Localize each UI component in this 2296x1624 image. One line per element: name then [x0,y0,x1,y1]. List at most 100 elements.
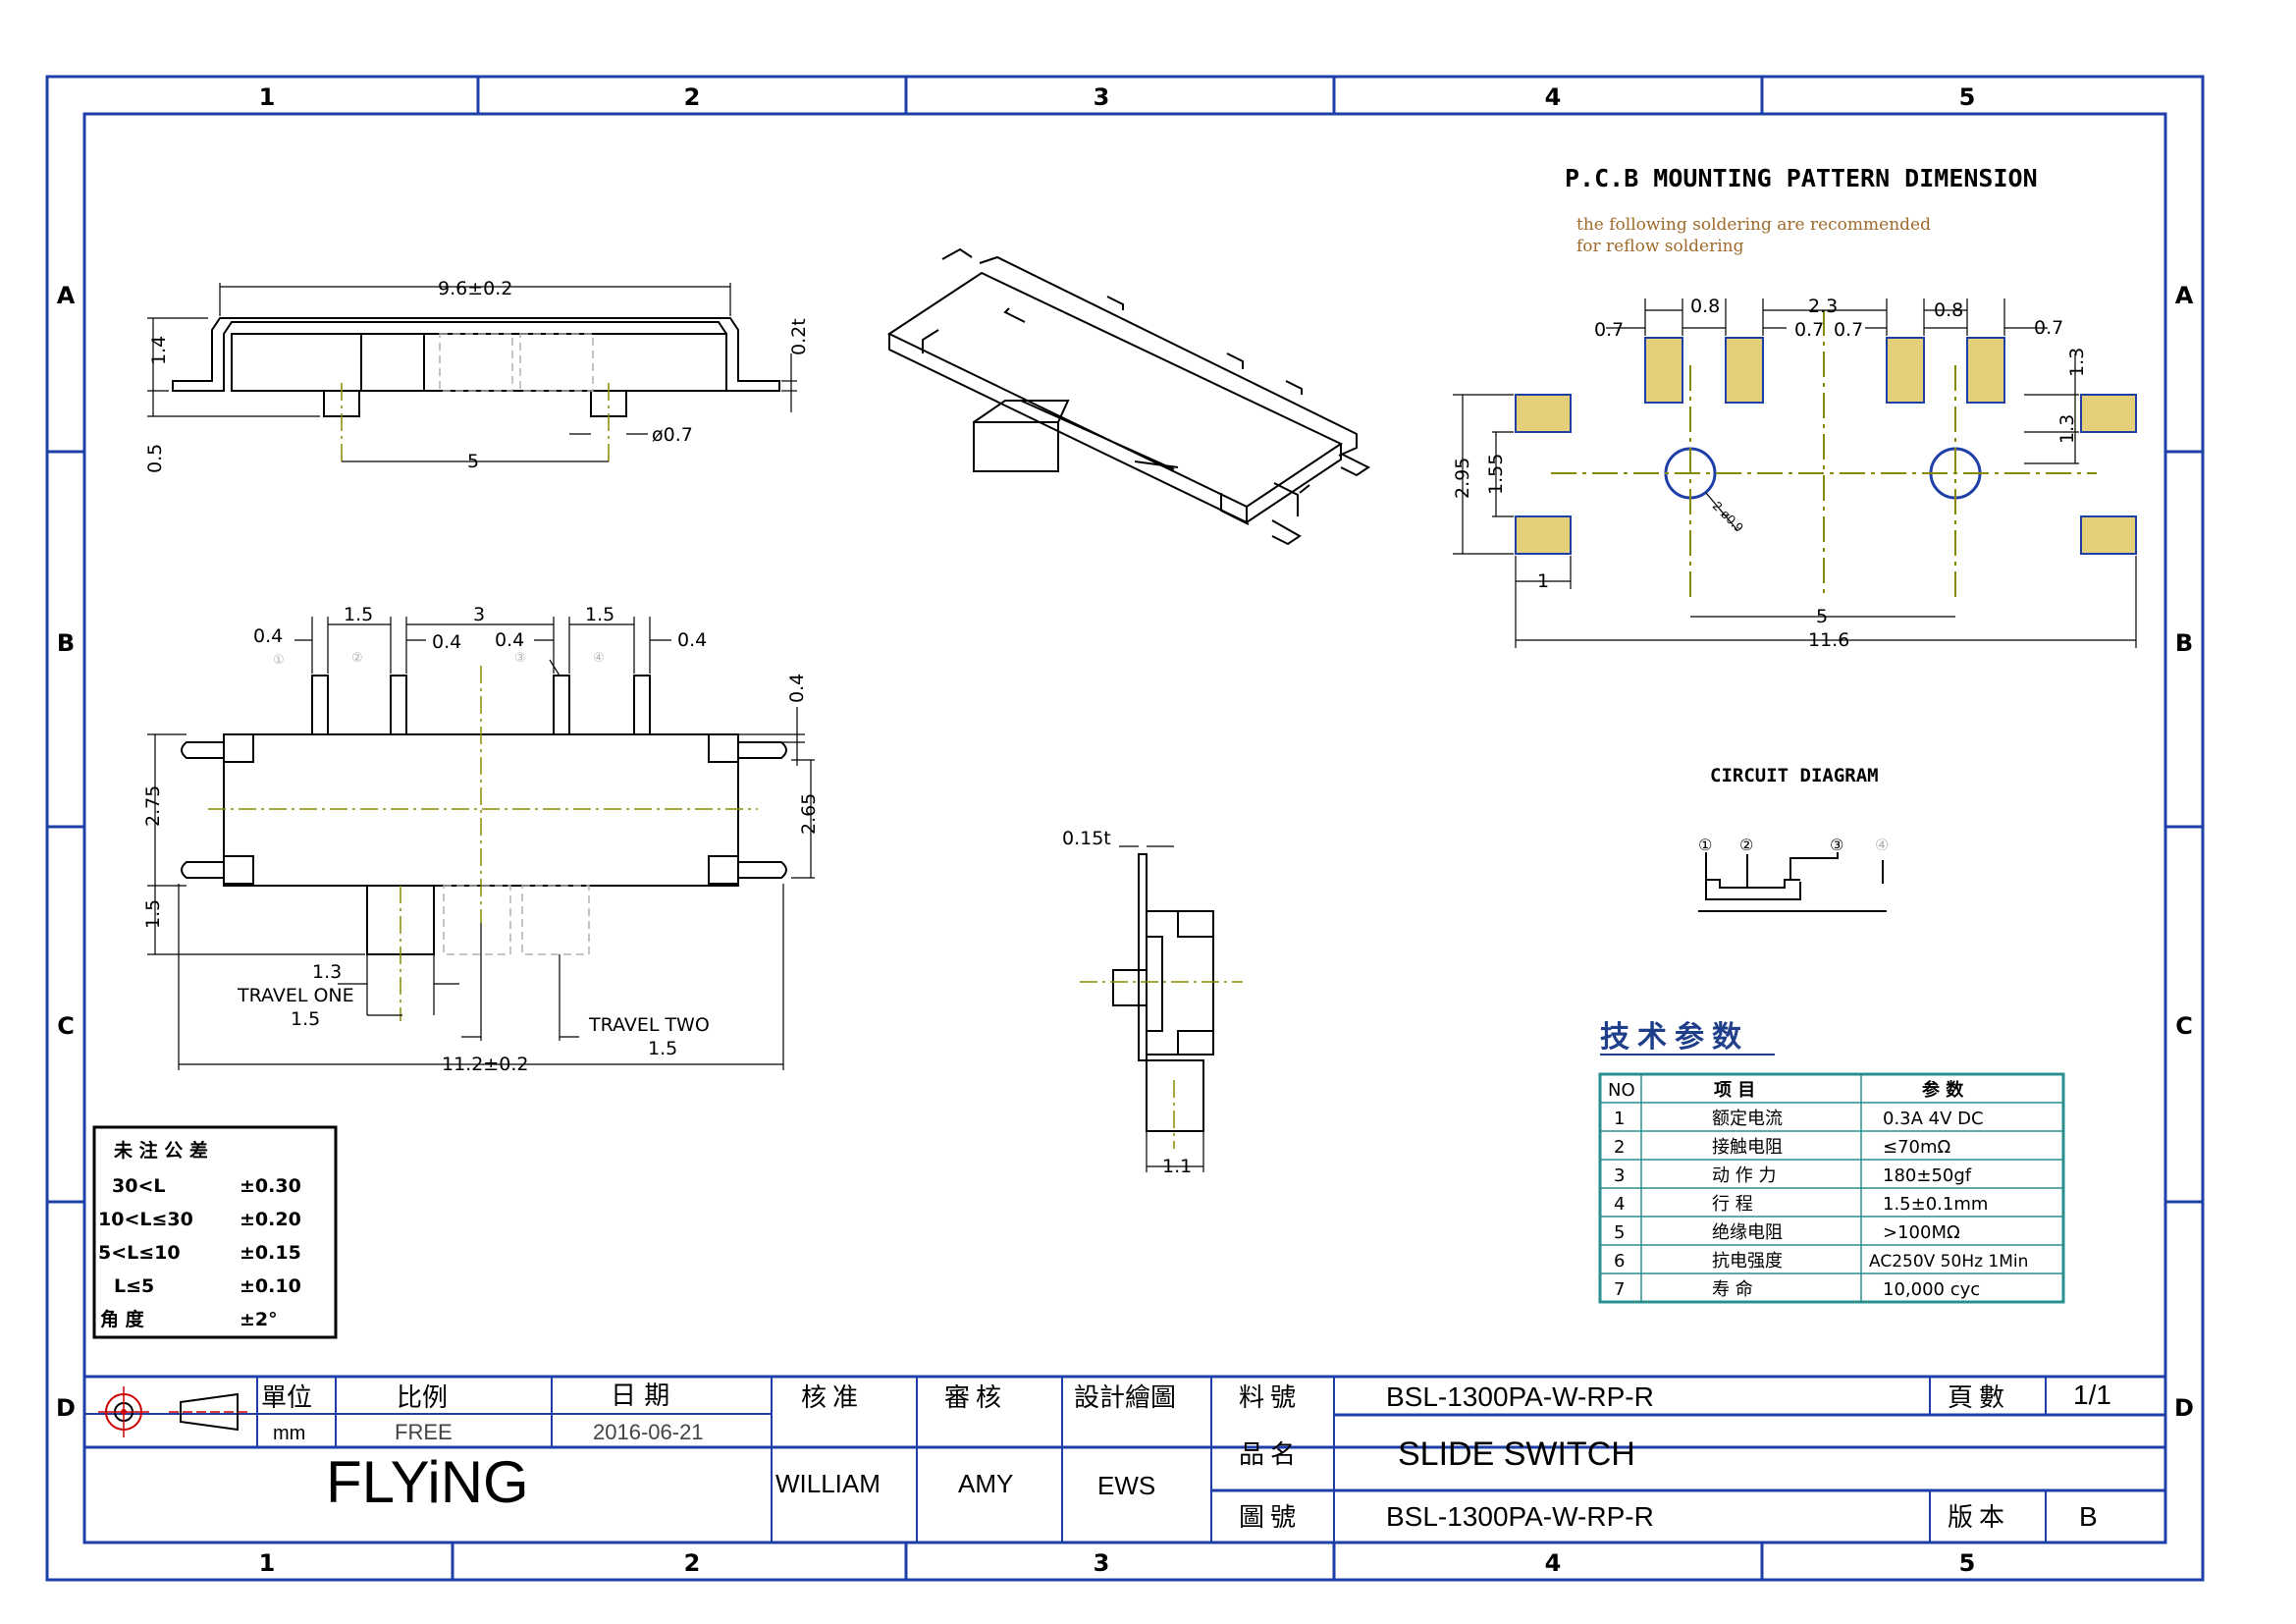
pcb-hole-pitch: 5 [1816,606,1828,627]
side-pin-dia: ø0.7 [652,424,693,446]
tolerance-value: ±0.15 [240,1242,301,1264]
spec-row-no: 7 [1614,1279,1625,1300]
company-logo: FLYiNG [326,1449,529,1515]
version-value: B [2079,1501,2098,1532]
spec-row-value: ≤70mΩ [1883,1137,1951,1158]
approve-label: 核准 [801,1383,864,1413]
pcb-pad [2080,394,2137,433]
overall-length-dim: 11.2±0.2 [442,1054,528,1075]
spec-row-item: 绝缘电阻 [1712,1222,1783,1243]
pcb-pad [1966,337,2005,404]
side-thickness-dim: 0.2t [788,318,810,355]
drawing-value: BSL-1300PA-W-RP-R [1386,1501,1654,1532]
col-marker-bottom-5: 5 [1959,1549,1976,1577]
end-plate-dim: 0.15t [1062,828,1111,849]
pin-width-b: 0.4 [432,631,461,653]
tolerance-value: ±0.10 [240,1275,301,1297]
pcb-center-span: 2.3 [1808,296,1838,317]
col-marker-top-4: 4 [1545,83,1562,111]
pin-label-2: ② [351,651,363,666]
approve-value: WILLIAM [775,1469,881,1498]
spec-row-no: 3 [1614,1165,1625,1186]
spec-row-value: 10,000 cyc [1883,1279,1980,1300]
pcb-gap-left: 0.7 [1594,319,1624,341]
pcb-inner-gap-left: 0.7 [1794,319,1824,341]
top-view: 0.4 1.5 3 0.4 0.4 1.5 0.4 0.4 2.75 2.65 … [142,604,820,1075]
spec-header-no: NO [1608,1080,1635,1101]
design-value: EWS [1097,1471,1155,1500]
pcb-pad [1725,337,1764,404]
actuator-width-dim: 1.3 [312,961,342,983]
circuit-pin-1: ① [1698,836,1712,854]
version-label: 版本 [1948,1503,2010,1533]
pcb-right-dim-bottom: 1.3 [2056,414,2078,444]
row-marker-right-d: D [2174,1394,2194,1422]
scale-value: FREE [395,1420,453,1444]
material-value: BSL-1300PA-W-RP-R [1386,1381,1654,1412]
pcb-title: P.C.B MOUNTING PATTERN DIMENSION [1565,164,2038,192]
circuit-pin-2: ② [1739,836,1753,854]
spec-row-item: 接触电阻 [1712,1137,1783,1158]
travel-one-label: TRAVEL ONE [237,985,354,1006]
pcb-pattern: P.C.B MOUNTING PATTERN DIMENSION the fol… [1452,164,2137,651]
circuit-pin-3: ③ [1830,836,1843,854]
page-value: 1/1 [2073,1380,2111,1410]
travel-two-value: 1.5 [648,1038,677,1059]
date-label: 日 期 [611,1381,669,1411]
tolerance-table: 未 注 公 差 30<L ±0.30 10<L≤30 ±0.20 5<L≤10 … [92,1125,338,1339]
spec-row-value: AC250V 50Hz 1Min [1869,1252,2028,1272]
actuator-length-dim: 1.5 [142,899,164,929]
side-width-dim: 9.6±0.2 [438,278,512,299]
pcb-pad [1886,337,1925,404]
spec-row-value: 180±50gf [1883,1165,1972,1186]
pin-pitch-a: 1.5 [344,604,373,625]
pcb-inner-gap-right: 0.7 [1834,319,1863,341]
pin-label-4: ④ [593,651,605,666]
unit-value: mm [273,1423,305,1444]
spec-row-item: 寿 命 [1712,1279,1753,1300]
spec-row-item: 抗电强度 [1712,1251,1783,1272]
scale-label: 比例 [397,1383,448,1413]
title-block: 單位 mm 比例 FREE 日 期 2016-06-21 核准 WILLIAM … [84,1375,2165,1543]
pcb-pad [1515,515,1572,555]
isometric-view [886,247,1370,546]
drawing-label: 圖號 [1239,1503,1302,1533]
pcb-left-inner: 1.55 [1485,454,1507,495]
review-value: AMY [958,1469,1013,1498]
pcb-note-line1: the following soldering are recommended [1576,215,1931,235]
pcb-right-dim-top: 1.3 [2066,348,2088,377]
row-marker-left-b: B [57,629,75,657]
pcb-pad [1644,337,1683,404]
spec-title: 技术参数 [1600,1020,1749,1055]
tolerance-range: 角 度 [100,1308,145,1330]
pin-pitch-b: 1.5 [585,604,614,625]
unit-label: 單位 [261,1383,312,1413]
tolerance-range: L≤5 [114,1275,154,1297]
spec-row-value: >100MΩ [1883,1222,1960,1243]
col-marker-bottom-1: 1 [259,1549,276,1577]
pin-width-c: 0.4 [495,629,524,651]
spec-header-value: 参 数 [1922,1079,1964,1101]
center-gap-dim: 3 [473,604,485,625]
spec-row-value: 1.5±0.1mm [1883,1194,1988,1215]
travel-one-value: 1.5 [291,1008,320,1030]
row-marker-right-c: C [2175,1012,2193,1040]
circuit-pin-4: ④ [1875,836,1889,854]
side-pitch-dim: 5 [467,451,479,472]
pcb-pad-width-left: 0.8 [1690,296,1720,317]
pcb-note-line2: for reflow soldering [1576,237,1744,256]
frame-markers: 1 2 3 4 5 1 2 3 4 5 A B C D A B C D [56,83,2194,1577]
name-label: 品名 [1239,1440,1302,1470]
tolerance-range: 5<L≤10 [98,1242,181,1264]
pin-width-a: 0.4 [253,625,283,647]
review-label: 審核 [944,1383,1007,1413]
spec-table: 技术参数 NO 项 目 参 数 1 额定电流 0.3A 4V DC 2 接触电阻 [1598,1020,2065,1304]
projection-symbol-icon [98,1386,247,1437]
row-marker-right-b: B [2175,629,2193,657]
pcb-pad-size: 1 [1537,570,1549,592]
tolerance-range: 30<L [112,1175,165,1197]
end-actuator-dim: 1.1 [1162,1156,1192,1177]
spec-row-value: 0.3A 4V DC [1883,1109,1984,1129]
tolerance-value: ±0.30 [240,1175,301,1197]
